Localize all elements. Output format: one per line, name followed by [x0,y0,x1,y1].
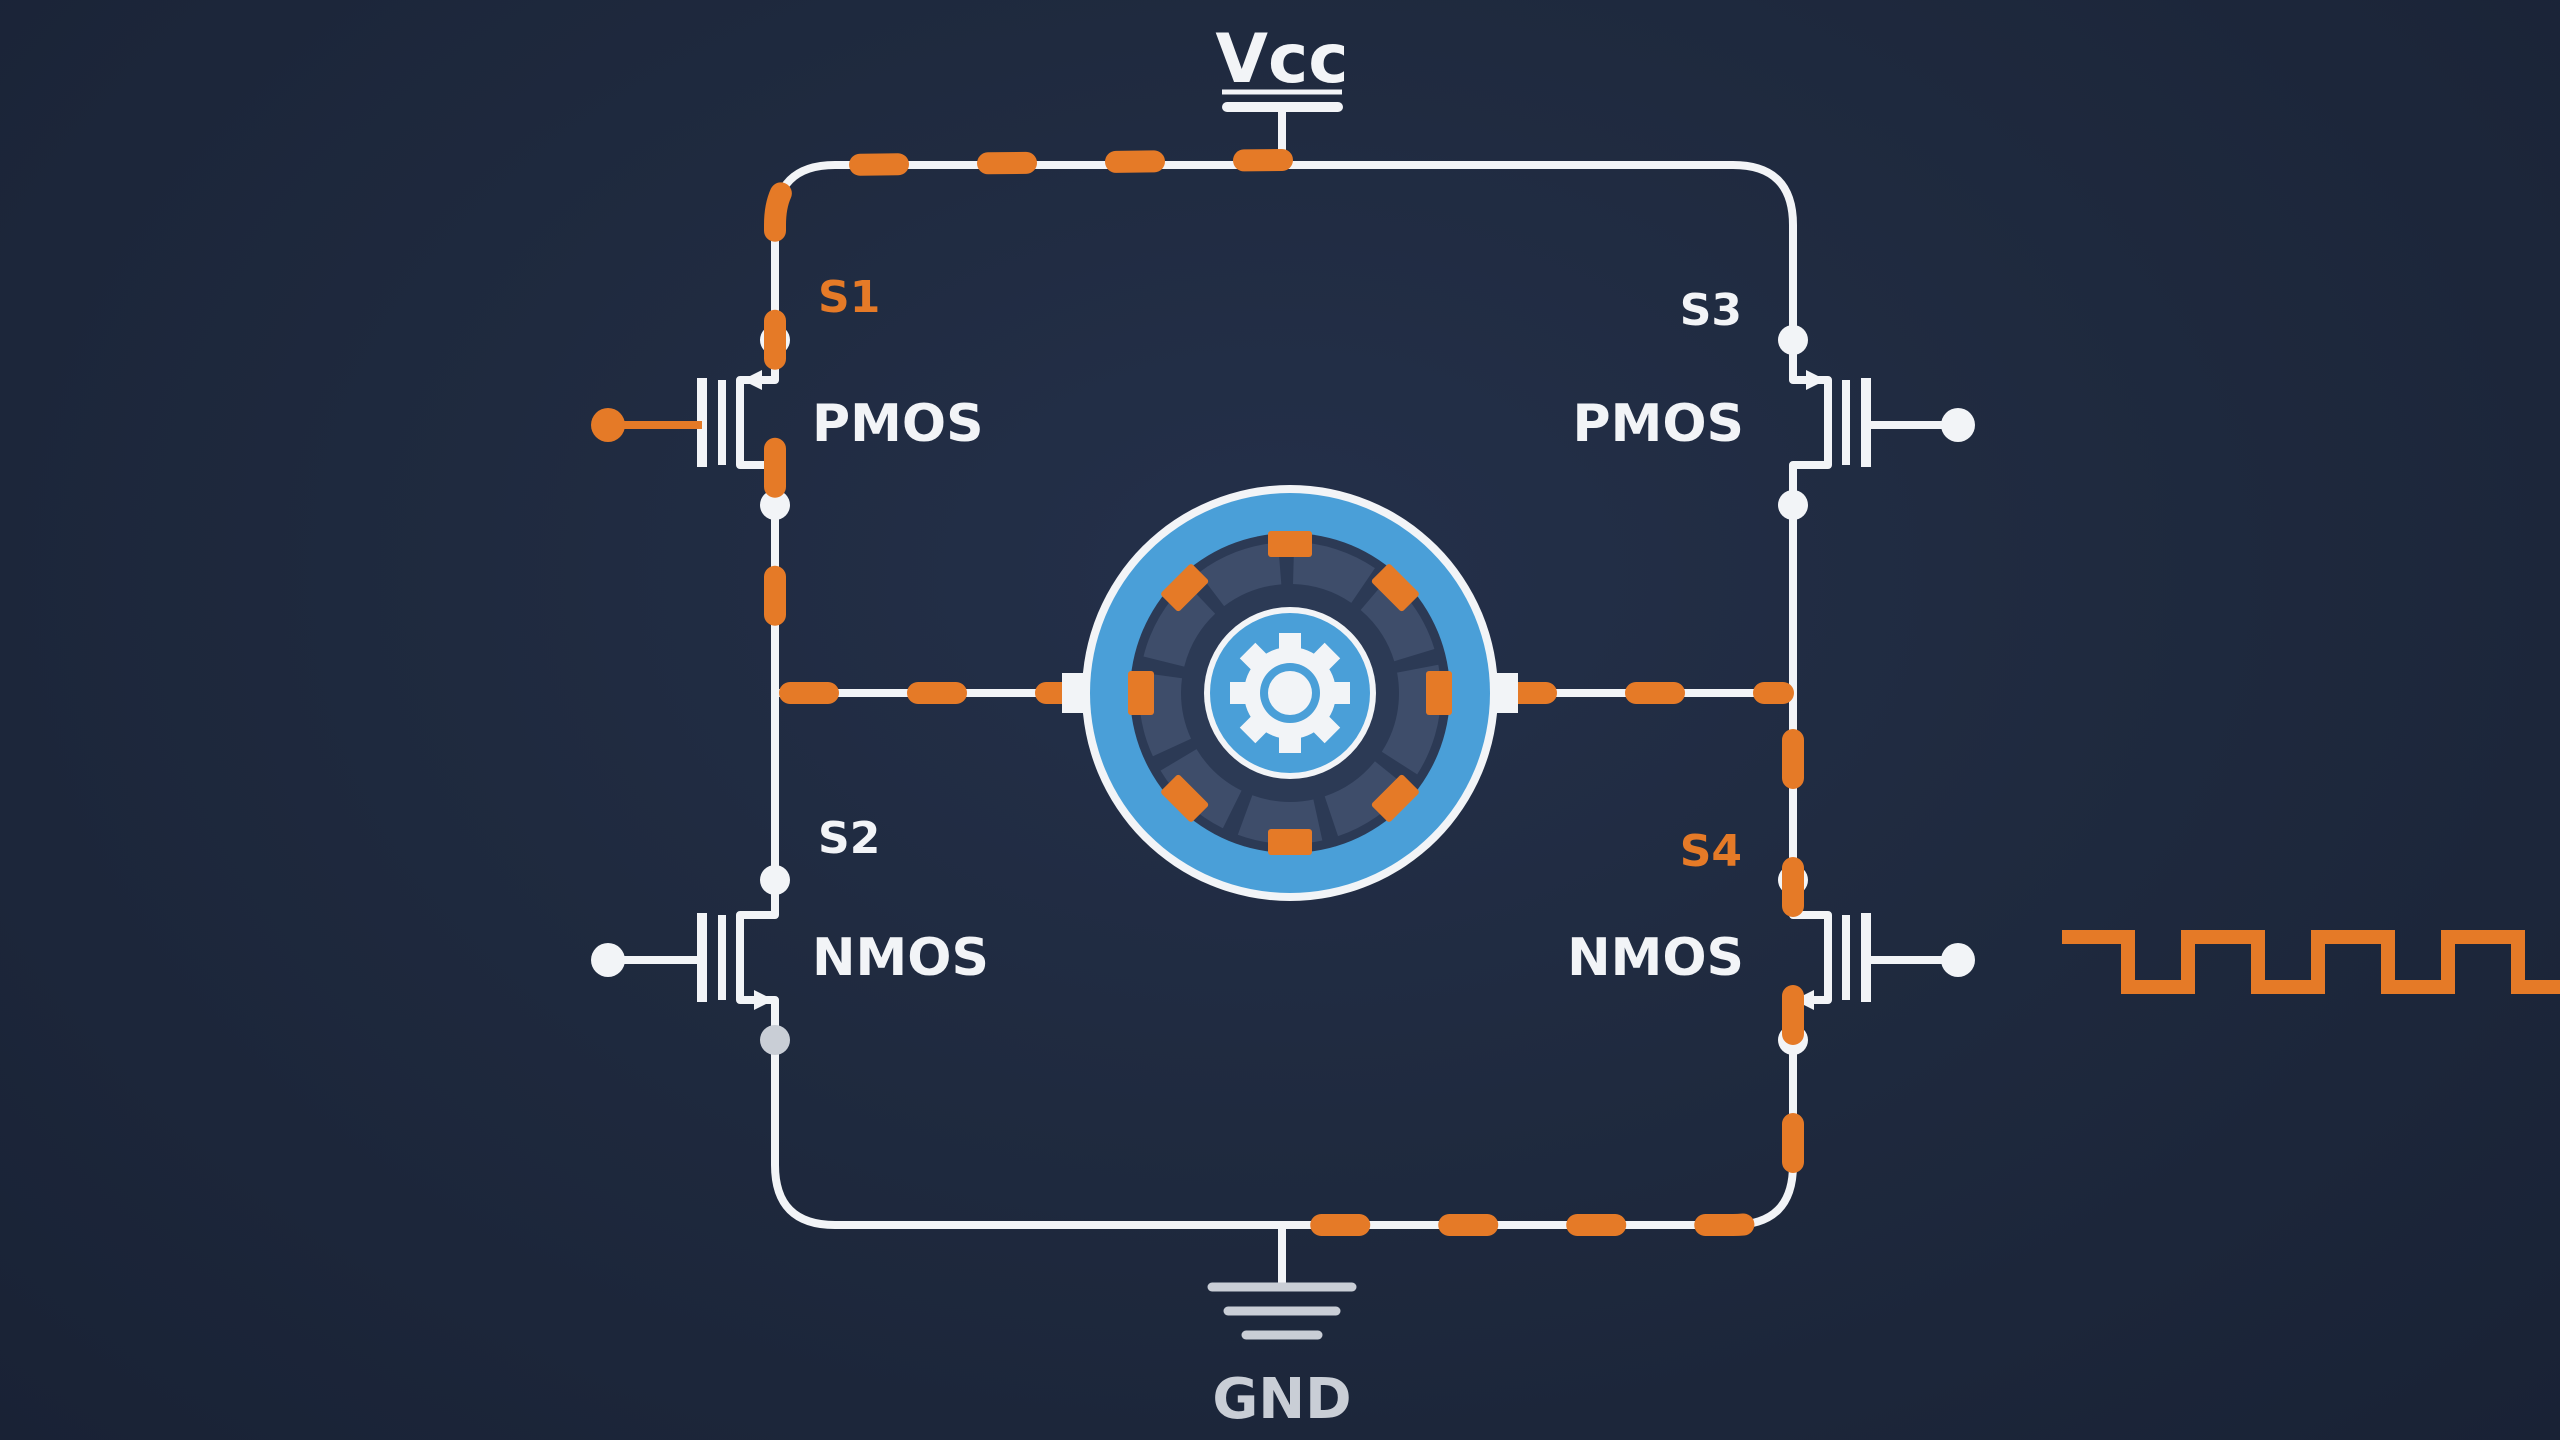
gnd-label: GND [1212,1367,1351,1432]
current-top-segment [764,149,1293,671]
s4-type-label: NMOS [1567,928,1744,988]
s1-label: S1 [818,272,880,323]
gate-terminal-s1 [591,408,625,442]
vcc-label: Vcc [1215,20,1348,99]
s2-type-label: NMOS [812,928,989,988]
gate-terminal-s4 [1941,943,1975,977]
mosfet-s3 [1778,325,1975,520]
mosfet-s4 [1778,865,1975,1055]
ground-symbol [1207,1282,1357,1340]
current-flow-path [764,149,1804,1236]
gate-terminal-s2 [591,943,625,977]
s3-label: S3 [1680,285,1742,336]
mosfet-s2 [591,865,790,1055]
s1-type-label: PMOS [812,394,984,454]
motor-coils [1128,531,1452,855]
nmos-arrow-icon [754,990,774,1010]
mosfet-s1 [591,325,790,520]
pmos-arrow-icon [1806,370,1826,390]
pmos-arrow-icon [742,370,762,390]
s4-label: S4 [1680,826,1742,877]
pwm-square-wave-icon [2062,930,2560,994]
current-right-down [1271,729,1804,1236]
gate-terminal-s3 [1941,408,1975,442]
s2-label: S2 [818,813,880,864]
s3-type-label: PMOS [1572,394,1744,454]
dc-motor-icon [1062,485,1518,901]
